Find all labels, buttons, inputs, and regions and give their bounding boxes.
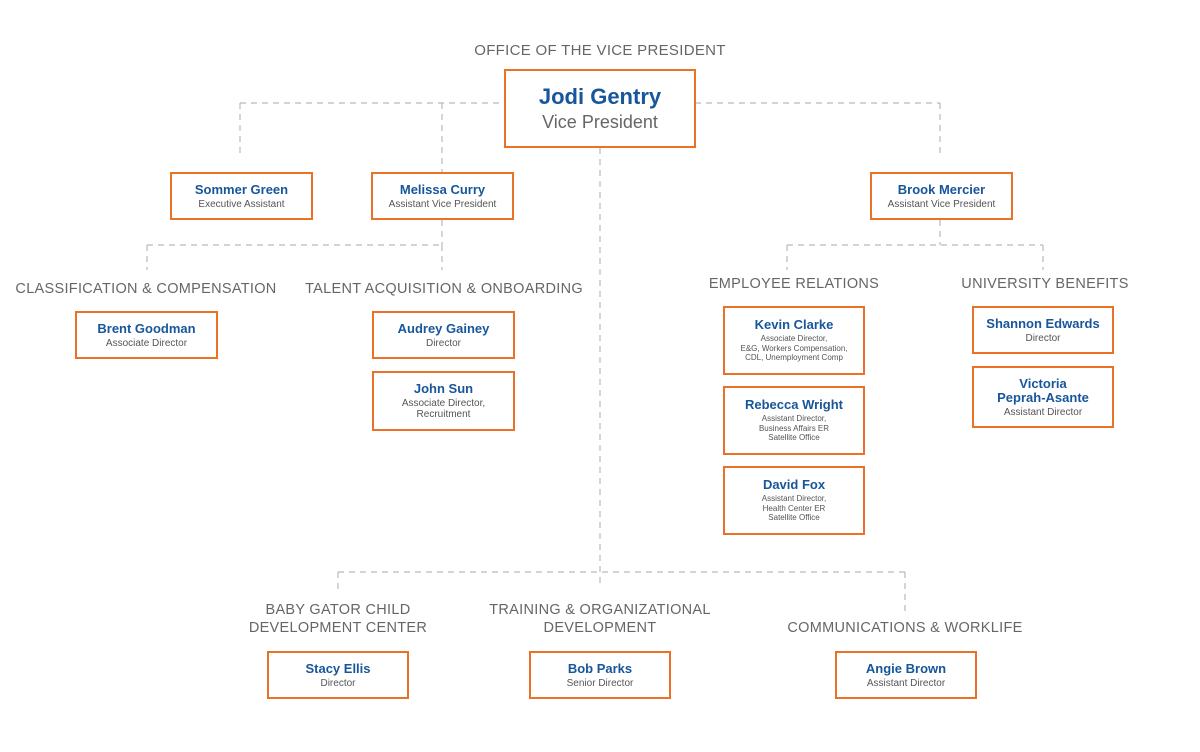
angie-brown-box: Angie Brown Assistant Director <box>835 651 977 699</box>
vp-title: Vice President <box>542 111 658 132</box>
brook-mercier-box: Brook Mercier Assistant Vice President <box>870 172 1013 220</box>
person-name: Melissa Curry <box>399 181 486 197</box>
dept-talent: TALENT ACQUISITION & ONBOARDING <box>305 281 583 297</box>
person-name: Rebecca Wright <box>744 397 843 413</box>
person-title: Senior Director <box>566 677 634 689</box>
rebecca-wright-box: Rebecca Wright Assistant Director, Busin… <box>723 386 865 455</box>
stacy-ellis-box: Stacy Ellis Director <box>267 651 409 699</box>
dept-benefits: UNIVERSITY BENEFITS <box>961 276 1129 292</box>
vp-box: Jodi Gentry Vice President <box>504 69 696 148</box>
person-name: Audrey Gainey <box>397 320 490 336</box>
shannon-edwards-box: Shannon Edwards Director <box>972 306 1114 354</box>
person-name: John Sun <box>413 381 474 396</box>
person-name: Kevin Clarke <box>754 317 834 333</box>
brent-goodman-box: Brent Goodman Associate Director <box>75 311 218 359</box>
person-title: Assistant Vice President <box>887 198 996 210</box>
person-title: Assistant Director, Business Affairs ER … <box>758 414 830 443</box>
person-name: Angie Brown <box>865 660 947 676</box>
person-name: Sommer Green <box>194 181 289 197</box>
person-name: Brent Goodman <box>97 320 196 336</box>
person-title: Associate Director, E&G, Workers Compens… <box>740 334 848 363</box>
dept-baby-gator-line1: BABY GATOR CHILD <box>265 602 411 618</box>
person-title: Assistant Vice President <box>388 198 497 210</box>
person-title: Assistant Director <box>1003 406 1083 418</box>
bob-parks-box: Bob Parks Senior Director <box>529 651 671 699</box>
person-title: Associate Director, Recruitment <box>401 398 486 420</box>
person-title: Director <box>320 677 356 689</box>
person-title: Associate Director <box>105 337 188 349</box>
dept-training-line2: DEVELOPMENT <box>543 620 657 636</box>
vp-name: Jodi Gentry <box>538 83 662 109</box>
person-title: Director <box>425 337 461 349</box>
david-fox-box: David Fox Assistant Director, Health Cen… <box>723 466 865 535</box>
kevin-clarke-box: Kevin Clarke Associate Director, E&G, Wo… <box>723 306 865 375</box>
person-title: Executive Assistant <box>198 198 285 210</box>
person-title: Assistant Director, Health Center ER Sat… <box>761 494 827 523</box>
person-name: Shannon Edwards <box>986 315 1100 331</box>
sommer-green-box: Sommer Green Executive Assistant <box>170 172 313 220</box>
john-sun-box: John Sun Associate Director, Recruitment <box>372 371 515 431</box>
dept-employee-relations: EMPLOYEE RELATIONS <box>708 276 880 292</box>
dept-baby-gator-line2: DEVELOPMENT CENTER <box>248 620 428 636</box>
dept-classification: CLASSIFICATION & COMPENSATION <box>15 281 277 297</box>
person-title: Assistant Director <box>866 677 946 689</box>
dept-training-line1: TRAINING & ORGANIZATIONAL <box>489 602 711 618</box>
melissa-curry-box: Melissa Curry Assistant Vice President <box>371 172 514 220</box>
person-name: Brook Mercier <box>897 181 986 197</box>
person-name: Bob Parks <box>567 660 633 676</box>
person-name: David Fox <box>762 477 826 493</box>
audrey-gainey-box: Audrey Gainey Director <box>372 311 515 359</box>
person-name: Stacy Ellis <box>305 660 371 676</box>
victoria-peprah-asante-box: Victoria Peprah-Asante Assistant Directo… <box>972 366 1114 428</box>
person-name: Victoria Peprah-Asante <box>997 375 1089 405</box>
office-heading: OFFICE OF THE VICE PRESIDENT <box>474 42 726 59</box>
person-title: Director <box>1025 332 1061 344</box>
dept-communications: COMMUNICATIONS & WORKLIFE <box>787 620 1023 636</box>
